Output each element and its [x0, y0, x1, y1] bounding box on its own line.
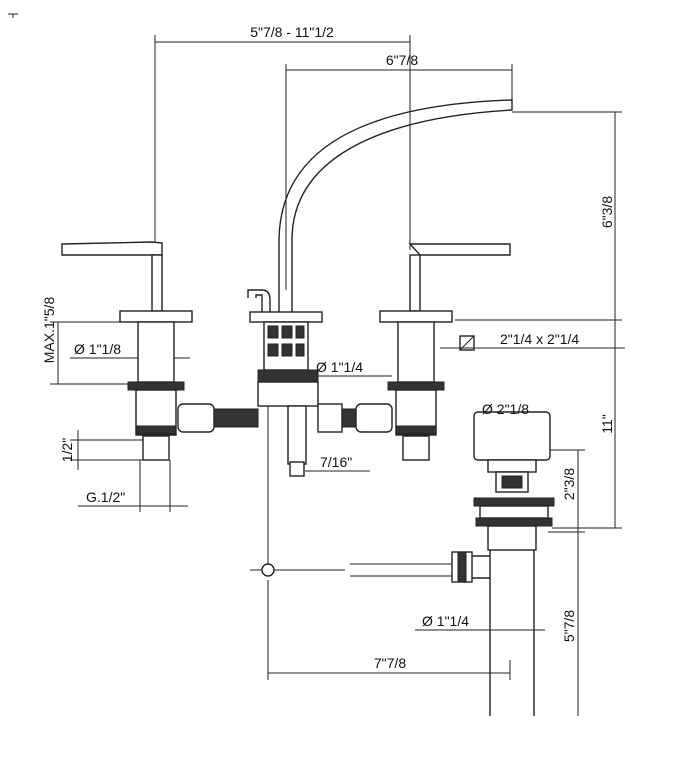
drain-height-label: 2"3/8 — [561, 468, 577, 500]
left-valve — [61, 241, 193, 461]
rod-distance-label: 7"7/8 — [374, 655, 406, 671]
right-valve — [379, 243, 511, 461]
shank-label: 1/2" — [59, 438, 75, 462]
dimension-labels: 5"7/8 - 11"1/2 6"7/8 6"3/8 MAX.1"5/8 Ø 1… — [41, 24, 615, 671]
total-height-label: 11" — [599, 414, 615, 434]
spout — [247, 99, 513, 570]
base-size-label: 2"1/4 x 2"1/4 — [500, 331, 579, 347]
spout-height-label: 6"3/8 — [599, 196, 615, 228]
hoses — [177, 403, 393, 433]
spout-hole-label: Ø 1"1/4 — [316, 359, 363, 375]
dimension-lines — [50, 35, 625, 716]
spread-label: 5"7/8 - 11"1/2 — [250, 24, 334, 40]
drain-cap-label: Ø 2"1/8 — [482, 401, 529, 417]
spout-reach-label: 6"7/8 — [386, 52, 418, 68]
tail-length-label: 5"7/8 — [561, 610, 577, 642]
handle-hole-label: Ø 1"1/8 — [74, 341, 121, 357]
max-deck-label: MAX.1"5/8 — [41, 297, 57, 364]
thread-label: G.1/2" — [86, 489, 125, 505]
square-symbol — [459, 335, 475, 351]
corner-marks — [8, 13, 18, 18]
drain-assembly — [250, 411, 555, 716]
drain-pipe-label: Ø 1"1/4 — [422, 613, 469, 629]
hex-label: 7/16" — [320, 454, 352, 470]
